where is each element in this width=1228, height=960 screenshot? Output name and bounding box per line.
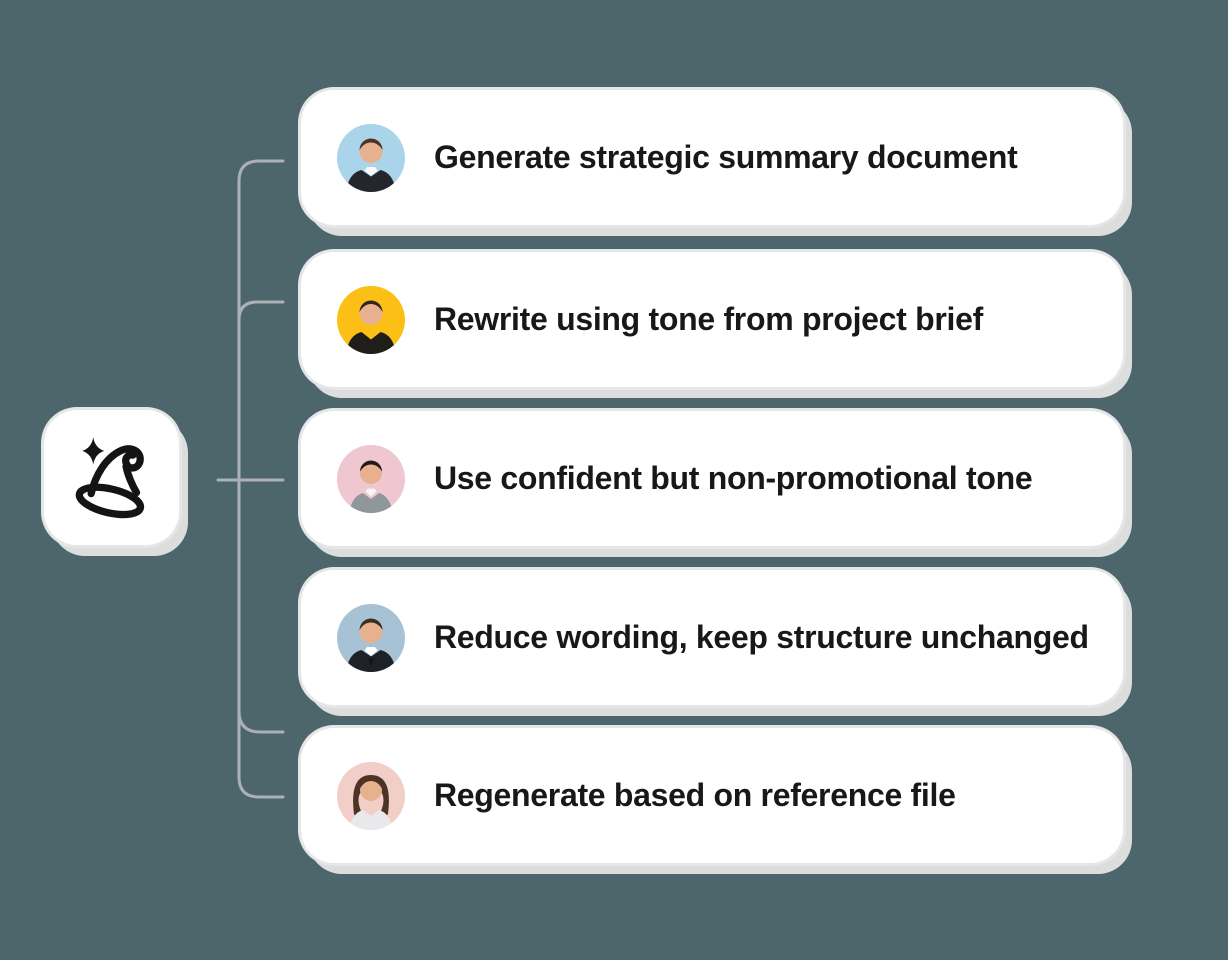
- man-portrait-avatar: [337, 123, 405, 192]
- card-label: Use confident but non-promotional tone: [434, 460, 1033, 497]
- card-label: Rewrite using tone from project brief: [434, 301, 983, 338]
- woman-wavy-hair-portrait-avatar: [337, 761, 405, 830]
- connector-trunk: [237, 159, 285, 799]
- prompt-card[interactable]: Regenerate based on reference file: [301, 728, 1123, 863]
- root-node-card[interactable]: [44, 410, 179, 545]
- prompt-card[interactable]: Rewrite using tone from project brief: [301, 252, 1123, 387]
- wizard-hat-icon: [75, 436, 144, 518]
- connector-branch-2: [237, 300, 285, 322]
- man-suit-portrait-avatar: [337, 603, 405, 672]
- man-portrait-avatar: [337, 285, 405, 354]
- woman-portrait-avatar: [337, 444, 405, 513]
- prompt-card[interactable]: Use confident but non-promotional tone: [301, 411, 1123, 546]
- prompt-card[interactable]: Reduce wording, keep structure unchanged: [301, 570, 1123, 705]
- card-label: Regenerate based on reference file: [434, 777, 956, 814]
- card-label: Reduce wording, keep structure unchanged: [434, 619, 1089, 656]
- prompt-card[interactable]: Generate strategic summary document: [301, 90, 1123, 225]
- connector-branch-4: [237, 709, 285, 734]
- card-label: Generate strategic summary document: [434, 139, 1018, 176]
